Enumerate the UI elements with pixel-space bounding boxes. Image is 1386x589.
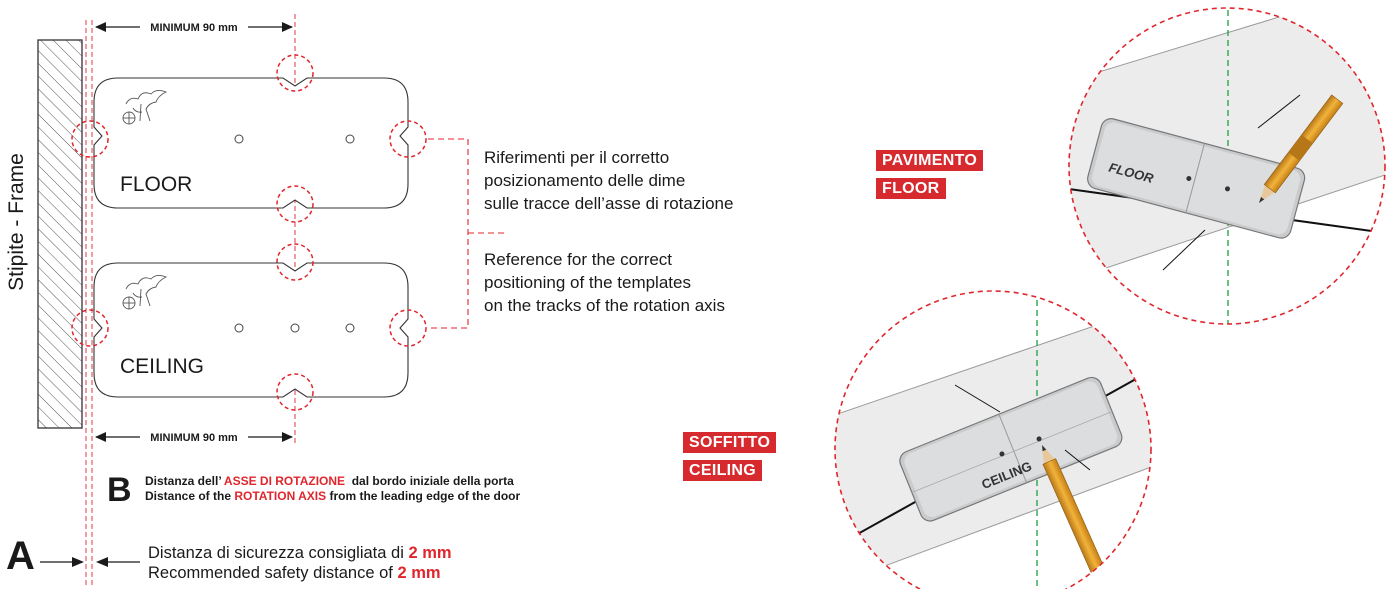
reference-it-line: posizionamento delle dime: [484, 171, 686, 190]
b-line2-suffix: from the leading edge of the door: [326, 489, 521, 503]
reference-bracket: [428, 138, 505, 329]
a-line2-prefix: Recommended safety distance of: [148, 564, 398, 582]
a-line1-highlight: 2 mm: [408, 544, 452, 562]
reference-text-it: Riferimenti per il corretto posizionamen…: [484, 146, 733, 215]
tag-floor: FLOOR: [876, 178, 946, 199]
b-line2-highlight: ROTATION AXIS: [234, 489, 327, 503]
a-line2-highlight: 2 mm: [397, 564, 441, 582]
ceiling-template: CEILING: [93, 262, 409, 398]
frame-label: Stipite - Frame: [4, 153, 28, 291]
floor-detail-illustration: FLOOR: [1068, 7, 1386, 325]
a-line1-prefix: Distanza di sicurezza consigliata di: [148, 544, 409, 562]
b-line1-highlight: ASSE DI ROTAZIONE: [223, 474, 346, 488]
rotation-axis-caption: Distanza dell’ ASSE DI ROTAZIONE dal bor…: [145, 474, 520, 504]
b-line2-prefix: Distance of the: [145, 489, 235, 503]
safety-distance-caption: Distanza di sicurezza consigliata di 2 m…: [148, 543, 452, 583]
tag-pavimento: PAVIMENTO: [876, 150, 984, 171]
pencil-icon: [1259, 94, 1344, 203]
b-line1-suffix: dal bordo iniziale della porta: [345, 474, 514, 488]
label-a: A: [6, 534, 35, 578]
pegasus-logo-icon: [122, 89, 168, 125]
dimension-bottom: MINIMUM 90 mm: [95, 432, 293, 444]
floor-template: FLOOR: [93, 77, 409, 209]
dimension-top: MINIMUM 90 mm: [95, 22, 293, 34]
tag-soffitto: SOFFITTO: [683, 432, 777, 453]
door-frame: [37, 39, 83, 429]
reference-it-line: sulle tracce dell’asse di rotazione: [484, 194, 734, 213]
reference-en-line: on the tracks of the rotation axis: [484, 296, 725, 315]
label-b: B: [107, 471, 132, 509]
dimension-top-label: MINIMUM 90 mm: [150, 22, 238, 34]
reference-markers: [71, 54, 427, 411]
reference-it-line: Riferimenti per il corretto: [484, 148, 670, 167]
ceiling-template-label: CEILING: [120, 355, 204, 378]
b-line1-prefix: Distanza dell’: [145, 474, 224, 488]
floor-template-label: FLOOR: [120, 173, 192, 196]
pencil-icon: [1042, 445, 1118, 589]
tag-ceiling: CEILING: [683, 460, 762, 481]
reference-en-line: Reference for the correct: [484, 250, 673, 269]
reference-en-line: positioning of the templates: [484, 273, 691, 292]
reference-lines: [85, 14, 296, 585]
reference-text-en: Reference for the correct positioning of…: [484, 248, 725, 317]
dimension-bottom-label: MINIMUM 90 mm: [150, 432, 238, 444]
ceiling-detail-illustration: CEILING: [834, 290, 1152, 589]
safety-distance-arrows: [40, 557, 140, 567]
pegasus-logo-icon: [122, 274, 168, 310]
